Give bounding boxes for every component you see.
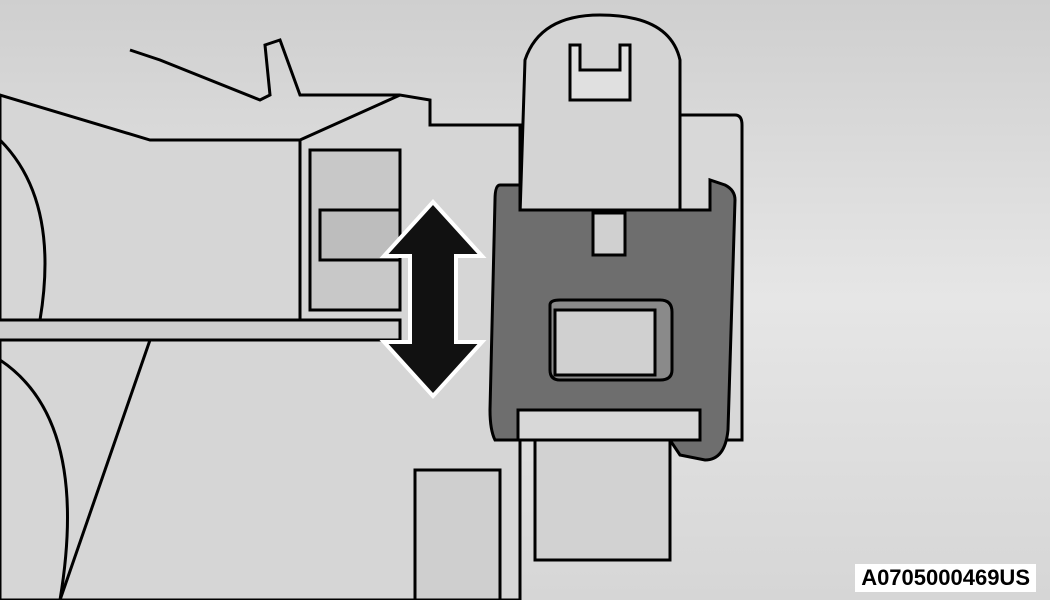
figure-code-label: A0705000469US: [855, 564, 1036, 592]
height-adjuster: [488, 177, 737, 462]
seat-belt-webbing: [518, 13, 682, 562]
up-down-arrow-icon: [379, 199, 487, 399]
